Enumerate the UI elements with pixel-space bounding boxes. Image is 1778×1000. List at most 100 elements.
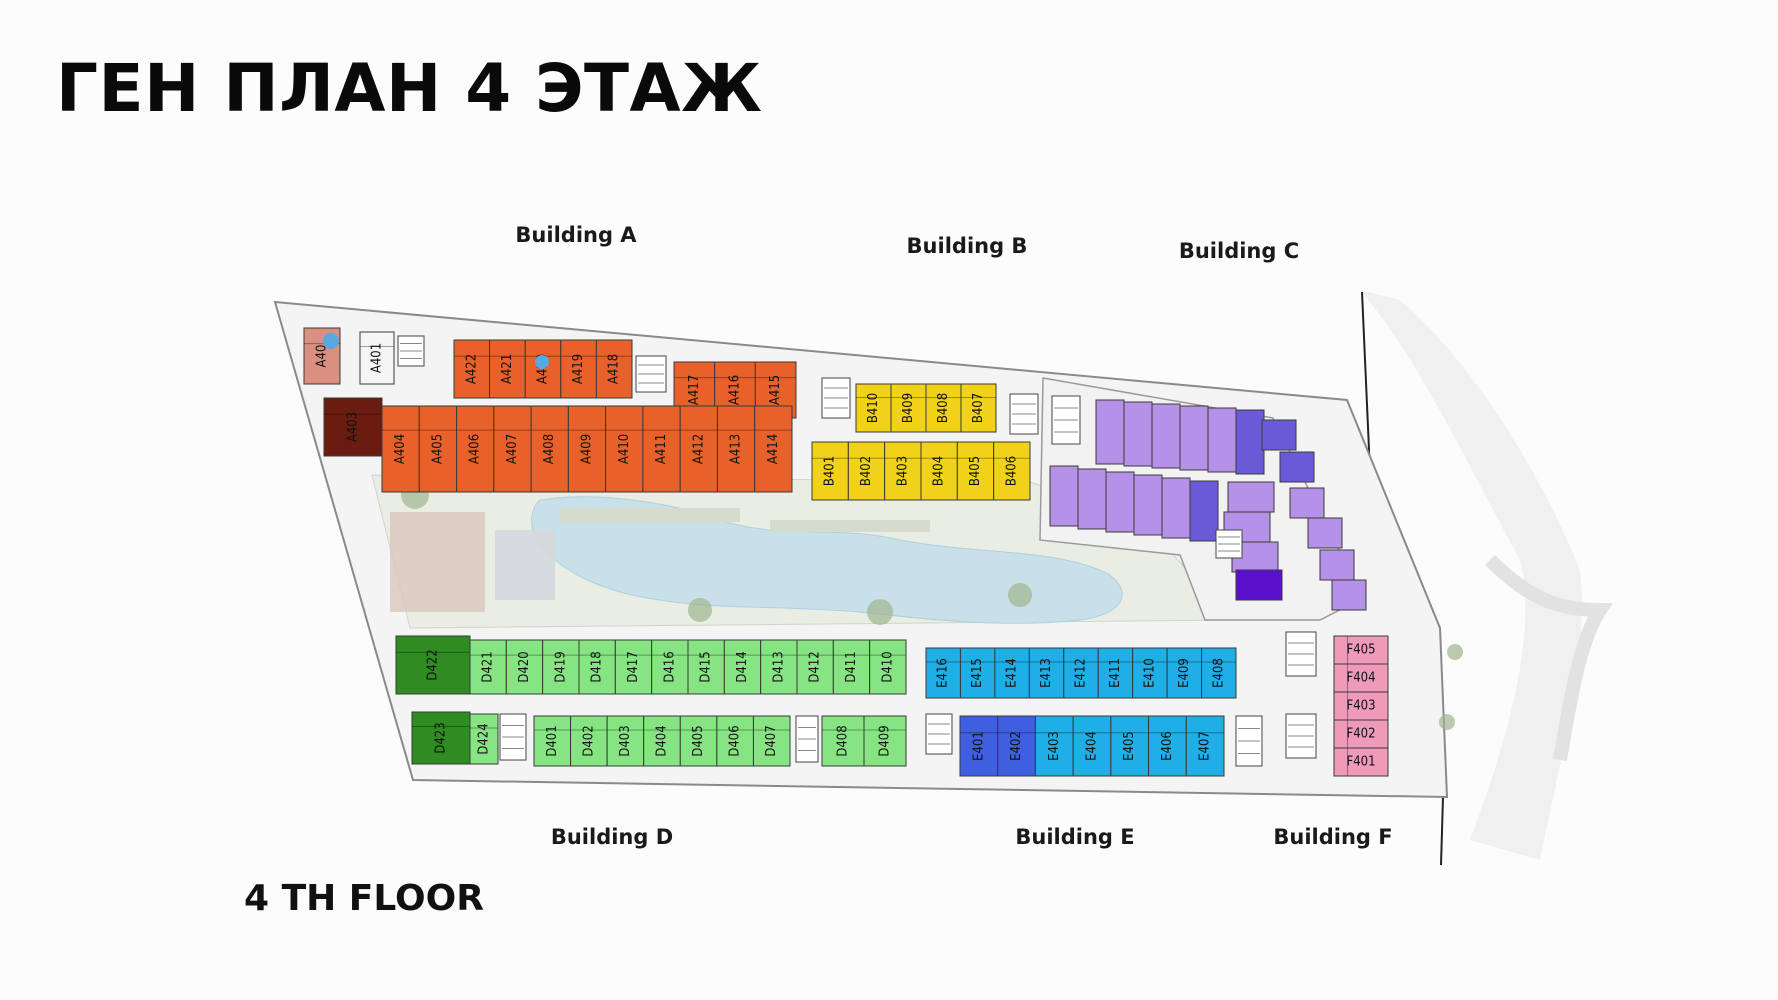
unit-f401[interactable]: F401	[1333, 747, 1389, 777]
unit-c-lower[interactable]	[1049, 465, 1079, 527]
unit-a412[interactable]: A412	[679, 405, 718, 493]
unit-e406[interactable]: E406	[1148, 715, 1187, 777]
unit-c-wing[interactable]	[1331, 579, 1367, 611]
unit-block	[679, 715, 718, 767]
unit-a406[interactable]: A406	[456, 405, 495, 493]
unit-e412[interactable]: E412	[1063, 647, 1099, 699]
unit-block	[1201, 647, 1237, 699]
unit-d404[interactable]: D404	[643, 715, 681, 767]
unit-f405[interactable]: F405	[1333, 635, 1389, 665]
unit-d415[interactable]: D415	[687, 639, 725, 695]
unit-label: B408	[936, 393, 951, 423]
unit-e411[interactable]: E411	[1097, 647, 1134, 699]
unit-b401[interactable]: B401	[811, 441, 849, 501]
unit-d416[interactable]: D416	[651, 639, 689, 695]
unit-label: A404	[393, 434, 408, 464]
unit-f404[interactable]: F404	[1333, 663, 1389, 693]
unit-d424[interactable]: D424	[469, 713, 499, 765]
unit-f403[interactable]: F403	[1333, 691, 1389, 721]
unit-d409[interactable]: D409	[863, 715, 907, 767]
unit-b405[interactable]: B405	[956, 441, 995, 501]
unit-a413[interactable]: A413	[716, 405, 756, 493]
unit-d403[interactable]: D403	[606, 715, 645, 767]
unit-a414[interactable]: A414	[754, 405, 793, 493]
unit-d421[interactable]: D421	[469, 639, 507, 695]
unit-d410[interactable]: D410	[869, 639, 907, 695]
unit-b410[interactable]: B410	[855, 383, 892, 433]
unit-a403[interactable]: A403	[323, 397, 383, 457]
unit-d417[interactable]: D417	[614, 639, 653, 695]
unit-c-wing[interactable]	[1227, 481, 1275, 513]
unit-d405[interactable]: D405	[679, 715, 718, 767]
unit-d422[interactable]: D422	[395, 635, 471, 695]
unit-c-lower[interactable]	[1133, 474, 1163, 536]
unit-d414[interactable]: D414	[723, 639, 762, 695]
unit-c-upper[interactable]	[1123, 401, 1153, 467]
unit-a419[interactable]: A419	[560, 339, 597, 399]
unit-e414[interactable]: E414	[994, 647, 1030, 699]
unit-c-lower[interactable]	[1105, 471, 1135, 533]
unit-block	[1161, 477, 1191, 539]
unit-c-lower[interactable]	[1077, 468, 1107, 530]
unit-b406[interactable]: B406	[993, 441, 1031, 501]
unit-d406[interactable]: D406	[716, 715, 754, 767]
unit-e401[interactable]: E401	[959, 715, 999, 777]
unit-a408[interactable]: A408	[530, 405, 569, 493]
unit-c-upper[interactable]	[1151, 403, 1181, 469]
unit-c-wing[interactable]	[1319, 549, 1355, 581]
unit-e409[interactable]: E409	[1166, 647, 1203, 699]
unit-b403[interactable]: B403	[884, 441, 922, 501]
unit-c-wing[interactable]	[1289, 487, 1325, 519]
unit-a420[interactable]: A420	[524, 339, 562, 399]
unit-a409[interactable]: A409	[567, 405, 607, 493]
unit-d408[interactable]: D408	[821, 715, 865, 767]
unit-e408[interactable]: E408	[1201, 647, 1237, 699]
unit-b409[interactable]: B409	[890, 383, 927, 433]
unit-a404[interactable]: A404	[381, 405, 420, 493]
unit-d418[interactable]: D418	[578, 639, 616, 695]
unit-e404[interactable]: E404	[1072, 715, 1112, 777]
unit-c-wing[interactable]	[1279, 451, 1315, 483]
unit-d419[interactable]: D419	[542, 639, 580, 695]
unit-a407[interactable]: A407	[493, 405, 532, 493]
unit-e410[interactable]: E410	[1132, 647, 1168, 699]
unit-c-upper[interactable]	[1207, 407, 1237, 473]
unit-a411[interactable]: A411	[642, 405, 681, 493]
unit-e407[interactable]: E407	[1185, 715, 1225, 777]
unit-b402[interactable]: B402	[847, 441, 886, 501]
unit-c-upper[interactable]	[1179, 405, 1209, 471]
unit-d411[interactable]: D411	[832, 639, 871, 695]
unit-b404[interactable]: B404	[920, 441, 958, 501]
unit-c-lower[interactable]	[1189, 480, 1219, 542]
unit-e405[interactable]: E405	[1110, 715, 1150, 777]
unit-e403[interactable]: E403	[1034, 715, 1074, 777]
unit-c-upper[interactable]	[1235, 409, 1265, 475]
unit-b407[interactable]: B407	[960, 383, 997, 433]
unit-d423[interactable]: D423	[411, 711, 471, 765]
unit-c-wing[interactable]	[1235, 569, 1283, 601]
unit-d402[interactable]: D402	[570, 715, 608, 767]
unit-a405[interactable]: A405	[418, 405, 458, 493]
unit-d407[interactable]: D407	[752, 715, 791, 767]
unit-d412[interactable]: D412	[796, 639, 834, 695]
unit-block	[1307, 517, 1343, 549]
unit-b408[interactable]: B408	[925, 383, 962, 433]
unit-e416[interactable]: E416	[925, 647, 961, 699]
unit-a422[interactable]: A422	[453, 339, 491, 399]
unit-d401[interactable]: D401	[533, 715, 572, 767]
unit-c-lower[interactable]	[1161, 477, 1191, 539]
unit-e402[interactable]: E402	[997, 715, 1036, 777]
unit-e415[interactable]: E415	[959, 647, 996, 699]
unit-a421[interactable]: A421	[489, 339, 526, 399]
unit-a418[interactable]: A418	[595, 339, 633, 399]
unit-c-wing[interactable]	[1307, 517, 1343, 549]
unit-d413[interactable]: D413	[760, 639, 798, 695]
unit-c-upper[interactable]	[1095, 399, 1125, 465]
unit-c-wing[interactable]	[1261, 419, 1297, 451]
unit-e413[interactable]: E413	[1028, 647, 1065, 699]
unit-block	[1227, 481, 1275, 513]
unit-a410[interactable]: A410	[605, 405, 644, 493]
unit-a401[interactable]: A401	[359, 331, 395, 385]
unit-d420[interactable]: D420	[505, 639, 544, 695]
unit-f402[interactable]: F402	[1333, 719, 1389, 749]
